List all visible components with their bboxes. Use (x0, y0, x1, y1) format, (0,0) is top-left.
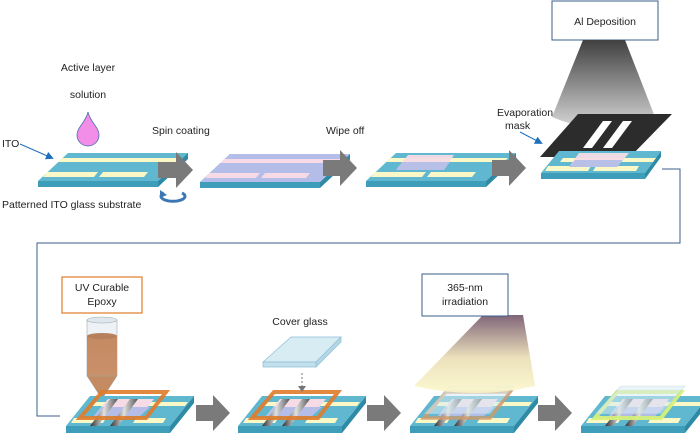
step-substrate: Active layer solution ITO Patterned ITO … (2, 62, 188, 211)
step-irradiation: 365-nm irradiation (414, 273, 535, 393)
wipe-off-label: Wipe off (326, 125, 364, 137)
syringe-icon (86, 316, 118, 411)
al-deposition-label: Al Deposition (574, 16, 636, 28)
uv-epoxy-box (61, 276, 143, 314)
uv-epoxy-label-1: UV Curable (75, 282, 129, 294)
encapsulated-plate (581, 385, 700, 433)
process-arrow-2 (323, 150, 357, 186)
cover-glass-sheet (262, 336, 342, 368)
ito-arrow (19, 143, 54, 160)
al-deposition-box (551, 0, 659, 41)
epoxy-frame (247, 390, 343, 420)
cover-glass-label: Cover glass (272, 316, 327, 328)
evaporation-label-1: Evaporation (497, 107, 553, 119)
cover-glass (594, 385, 686, 415)
step-cover-glass: Cover glass (262, 316, 342, 392)
substrate-plate (38, 153, 188, 187)
wiped-plate (366, 153, 516, 187)
droplet-icon (76, 111, 100, 147)
irradiation-label-1: 365-nm (447, 282, 483, 294)
active-layer-label-2: solution (70, 89, 106, 101)
evaporation-mask (540, 114, 672, 157)
active-layer-label-1: Active layer (61, 62, 116, 74)
process-arrow-3 (492, 150, 526, 186)
evaporation-label-2: mask (505, 120, 531, 132)
uv-beam (414, 315, 535, 393)
epoxy-plate (66, 390, 194, 433)
epoxy-frame (75, 390, 171, 420)
row-connector (36, 168, 681, 417)
uv-epoxy-label-2: Epoxy (87, 296, 117, 308)
al-beam (552, 40, 655, 129)
irradiation-plate (410, 385, 538, 433)
process-arrow-1 (158, 152, 193, 188)
process-arrow-6 (538, 395, 572, 431)
rotation-icon (159, 190, 187, 203)
spin-coating-label: Spin coating (152, 125, 210, 137)
spin-coated-plate (200, 154, 350, 188)
masked-plate (541, 151, 661, 179)
substrate-label: Patterned ITO glass substrate (2, 199, 141, 211)
cover-stage-plate (238, 390, 366, 433)
irradiation-label-2: irradiation (442, 296, 488, 308)
ito-label: ITO (2, 138, 19, 150)
process-arrow-5 (367, 395, 401, 431)
step-al-deposition: Al Deposition Evaporation mask (497, 0, 672, 179)
irradiation-box (421, 273, 509, 317)
process-arrow-4 (196, 395, 230, 431)
step-epoxy: UV Curable Epoxy (61, 276, 143, 411)
mask-arrow (519, 131, 543, 144)
